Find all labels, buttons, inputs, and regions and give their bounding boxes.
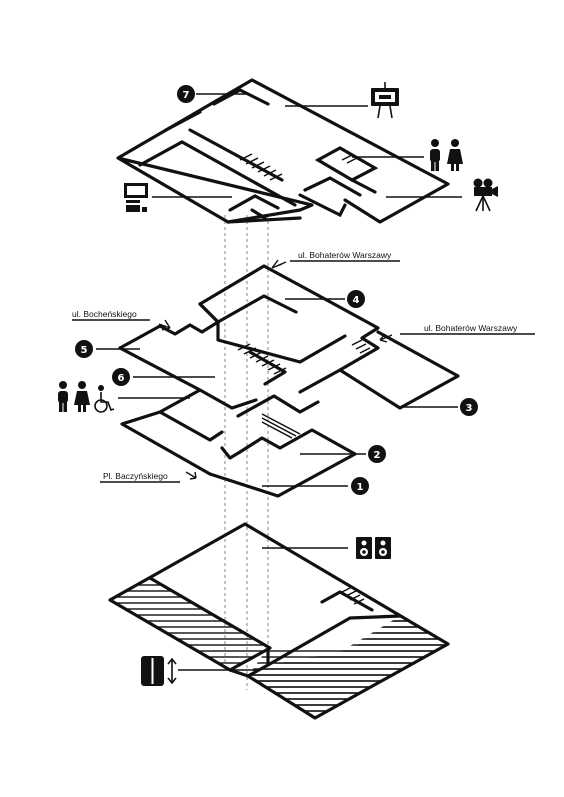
speaker-icon	[356, 537, 391, 559]
street-label-baczynskiego: Pl. Baczyńskiego	[103, 471, 168, 481]
marker-3-label: 3	[466, 403, 473, 414]
street-label-bohaterow-right: ul. Bohaterów Warszawy	[424, 323, 518, 333]
marker-1: 1	[351, 477, 369, 495]
marker-7-label: 7	[183, 90, 190, 101]
marker-6: 6	[112, 368, 130, 386]
marker-5-label: 5	[81, 345, 88, 356]
elevator-icon	[141, 656, 177, 686]
accessible-restroom-icon	[58, 381, 115, 413]
top-floor-plan	[116, 78, 450, 224]
middle-stairs	[237, 339, 371, 439]
basement-leaders	[178, 547, 348, 671]
easel-icon	[371, 82, 399, 119]
marker-1-label: 1	[357, 482, 364, 493]
marker-2: 2	[368, 445, 386, 463]
middle-floor-leaders	[72, 259, 535, 487]
marker-2-label: 2	[374, 450, 381, 461]
marker-3: 3	[460, 398, 478, 416]
street-label-bohaterow-top: ul. Bohaterów Warszawy	[298, 250, 392, 260]
top-floor-leaders	[152, 93, 462, 198]
basement-plan	[108, 522, 450, 720]
film-projector-icon	[473, 178, 498, 212]
middle-floor-plan	[118, 264, 460, 498]
top-stairs	[239, 153, 358, 181]
marker-6-label: 6	[118, 373, 125, 384]
restroom-icon-top	[430, 139, 463, 171]
basement-stairs	[341, 586, 365, 605]
marker-4-label: 4	[353, 295, 360, 306]
computer-icon	[124, 183, 148, 212]
marker-7: 7	[177, 85, 195, 103]
marker-5: 5	[75, 340, 93, 358]
street-label-bochenskiego: ul. Bocheńskiego	[72, 309, 137, 319]
marker-4: 4	[347, 290, 365, 308]
